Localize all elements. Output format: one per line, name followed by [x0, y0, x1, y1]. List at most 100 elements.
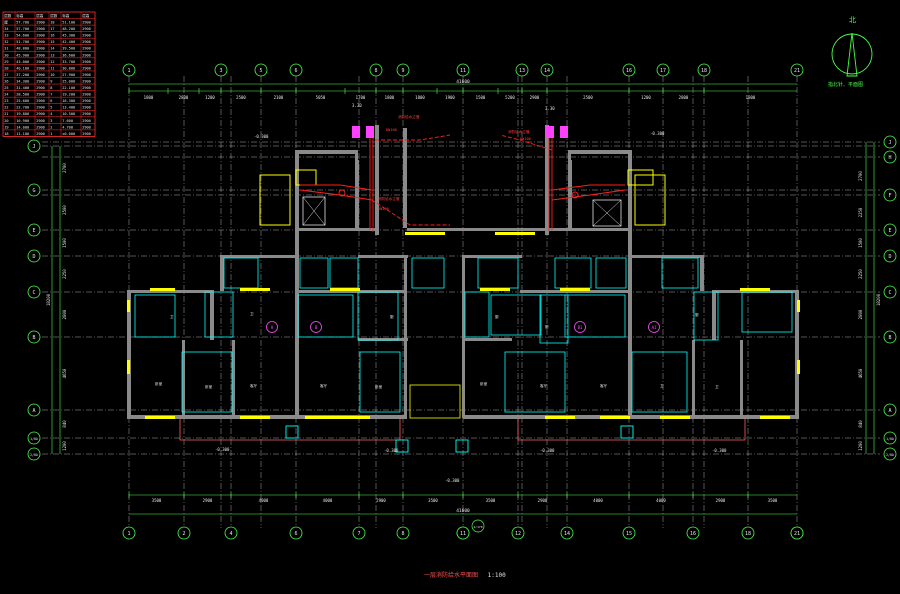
axis-bubble: [697, 63, 711, 77]
dim-text: 2500: [583, 95, 593, 100]
dim-text: 2800: [679, 95, 689, 100]
window-bar: [797, 300, 800, 312]
balcony-outline: [627, 169, 654, 186]
room-label: 卧室: [480, 381, 488, 386]
window-bar: [797, 360, 800, 374]
window-bar: [240, 288, 270, 291]
dim-text: 2800: [858, 309, 863, 319]
room-label: 客厅: [540, 383, 548, 388]
axis-label: 13: [519, 68, 525, 74]
wall: [220, 255, 224, 291]
axis-bubble: [622, 63, 636, 77]
fire-riser: [352, 126, 360, 138]
wall: [403, 128, 407, 228]
table-cell: 36.600: [62, 53, 75, 57]
window-bar: [145, 416, 175, 419]
table-cell: 2900: [82, 27, 91, 31]
table-cell: 37.200: [16, 73, 29, 77]
valve-icon: [571, 191, 579, 199]
room-label: 客厅: [600, 383, 608, 388]
table-header-cell: 层数: [4, 13, 12, 18]
wall: [545, 125, 549, 235]
dim-text: 4000: [259, 498, 269, 503]
window-bar: [660, 416, 690, 419]
wall: [295, 150, 299, 418]
wall: [295, 228, 375, 231]
axis-bubble: [883, 431, 897, 445]
pipe-line: [375, 134, 451, 141]
table-cell: 16.300: [62, 99, 75, 103]
fixture-outline: [504, 351, 566, 413]
axis-bubble: [214, 63, 228, 77]
axis-label: 7: [357, 531, 360, 537]
pipe-label: 消防给水立管: [398, 114, 420, 119]
room-label: 卧室: [205, 384, 213, 389]
table-cell: 22: [4, 106, 8, 110]
axis-label: B: [32, 335, 35, 341]
table-cell: 17: [50, 27, 54, 31]
axis-label: 8: [374, 68, 377, 74]
plan-annotations: -0.300-0.300-0.300-0.300-0.300-0.300-0.3…: [155, 103, 727, 533]
table-cell: 2900: [82, 93, 91, 97]
axis-label: 1/0A: [30, 437, 38, 441]
axis-label: D: [32, 254, 35, 260]
axis-label: 17: [660, 68, 666, 74]
table-cell: 23: [4, 99, 8, 103]
room-label: 卫: [660, 384, 664, 388]
table-cell: 2900: [82, 86, 91, 90]
axis-bubble: [352, 526, 366, 540]
elevator-cross: [302, 196, 326, 226]
wall: [127, 290, 131, 418]
table-cell: 34: [4, 27, 8, 31]
table-cell: 2900: [36, 66, 45, 70]
table-cell: 2900: [82, 66, 91, 70]
dim-text: 4000: [323, 498, 333, 503]
pipe-line: [371, 199, 450, 226]
room-label: 厨: [695, 312, 699, 317]
table-cell: 14: [50, 47, 54, 51]
axis-bubble: [883, 188, 897, 202]
table-cell: 43.000: [16, 60, 29, 64]
axis-label: 2/0A: [886, 453, 894, 457]
wall: [520, 290, 630, 293]
table-cell: 34.300: [16, 79, 29, 83]
table-cell: 28: [4, 66, 8, 70]
axis-label: E: [32, 228, 35, 234]
dim-text: 1200: [641, 95, 651, 100]
axis-bubble: [289, 63, 303, 77]
elevation-mark: -0.300: [384, 448, 399, 453]
table-cell: 30: [4, 53, 8, 57]
dim-text: 2800: [179, 95, 189, 100]
table-cell: ±0.000: [62, 132, 75, 136]
table-header-cell: 标高: [16, 13, 24, 18]
table-cell: 54.600: [16, 34, 29, 38]
axis-bubble: [790, 63, 804, 77]
axis-label: 1/0A: [886, 437, 894, 441]
unit-bubble: [310, 321, 322, 333]
north-compass: 北: [831, 16, 873, 77]
dim-text: 2900: [530, 95, 540, 100]
axis-bubble: [883, 330, 897, 344]
table-cell: 18: [4, 132, 8, 136]
unit-bubble: [648, 321, 660, 333]
wall: [127, 290, 211, 293]
dim-text: 2250: [62, 269, 67, 279]
dim-total-left: 18200: [46, 293, 51, 306]
table-cell: 15: [50, 40, 54, 44]
room-label: 厨: [495, 314, 499, 319]
table-cell: 33: [4, 34, 8, 38]
pipe-label: 消防给水立管: [378, 196, 400, 201]
fire-riser: [366, 126, 374, 138]
axis-label: 21: [794, 68, 800, 74]
table-cell: 2: [50, 125, 52, 129]
dim-text: 1900: [445, 95, 455, 100]
table-cell: 57.700: [16, 21, 29, 25]
axis-label: F: [888, 193, 891, 199]
axis-label: C: [888, 290, 891, 296]
table-cell: 51.700: [16, 40, 29, 44]
window-bar: [240, 416, 270, 419]
elevation-mark: -0.300: [254, 134, 269, 139]
dim-text: 2500: [62, 205, 67, 215]
